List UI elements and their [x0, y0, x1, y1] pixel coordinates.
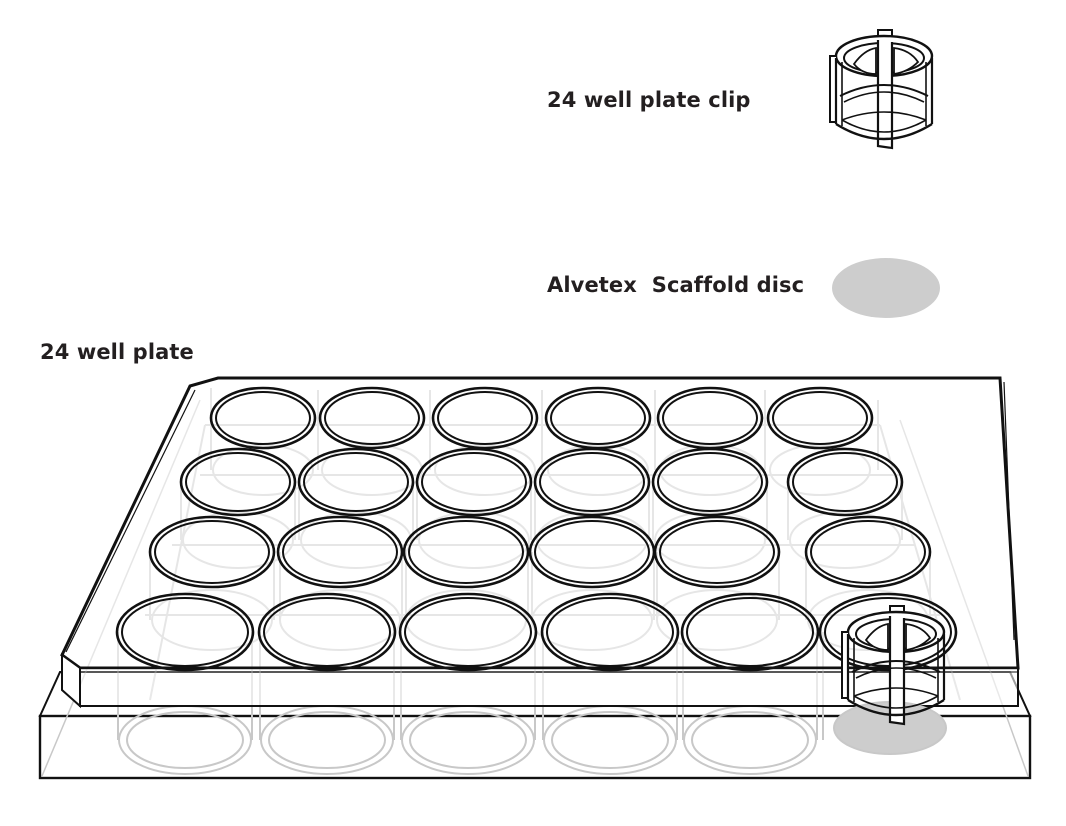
plate-top [60, 376, 1020, 709]
well-r3-c3 [402, 515, 530, 589]
well-r4-c5 [680, 592, 820, 672]
well-r2-c5 [651, 447, 769, 517]
well-r2-c2 [297, 447, 415, 517]
scaffold-disc-label: Alvetex Scaffold disc [547, 273, 805, 297]
clip-icon [828, 28, 934, 150]
well-r2-c4 [533, 447, 651, 517]
well-r4-c3 [398, 592, 538, 672]
well-r2-c1 [179, 447, 297, 517]
well-r2-c3 [415, 447, 533, 517]
well-r1-c3 [431, 386, 539, 450]
scaffold-disc-icon [832, 258, 940, 318]
inserted-clip [833, 604, 947, 755]
well-r4-c6 [818, 592, 958, 672]
well-r1-c6 [766, 386, 874, 450]
well-r3-c5 [653, 515, 781, 589]
well-grid [115, 386, 958, 672]
clip-label: 24 well plate clip [547, 88, 751, 112]
well-r2-c6 [786, 447, 904, 517]
well-r3-c2 [276, 515, 404, 589]
well-r4-c4 [540, 592, 680, 672]
well-r4-c2 [257, 592, 397, 672]
plate-label: 24 well plate [40, 340, 194, 364]
well-r3-c1 [148, 515, 276, 589]
well-r1-c1 [209, 386, 317, 450]
well-r4-c1 [115, 592, 255, 672]
well-r1-c2 [318, 386, 426, 450]
well-r3-c6 [804, 515, 932, 589]
